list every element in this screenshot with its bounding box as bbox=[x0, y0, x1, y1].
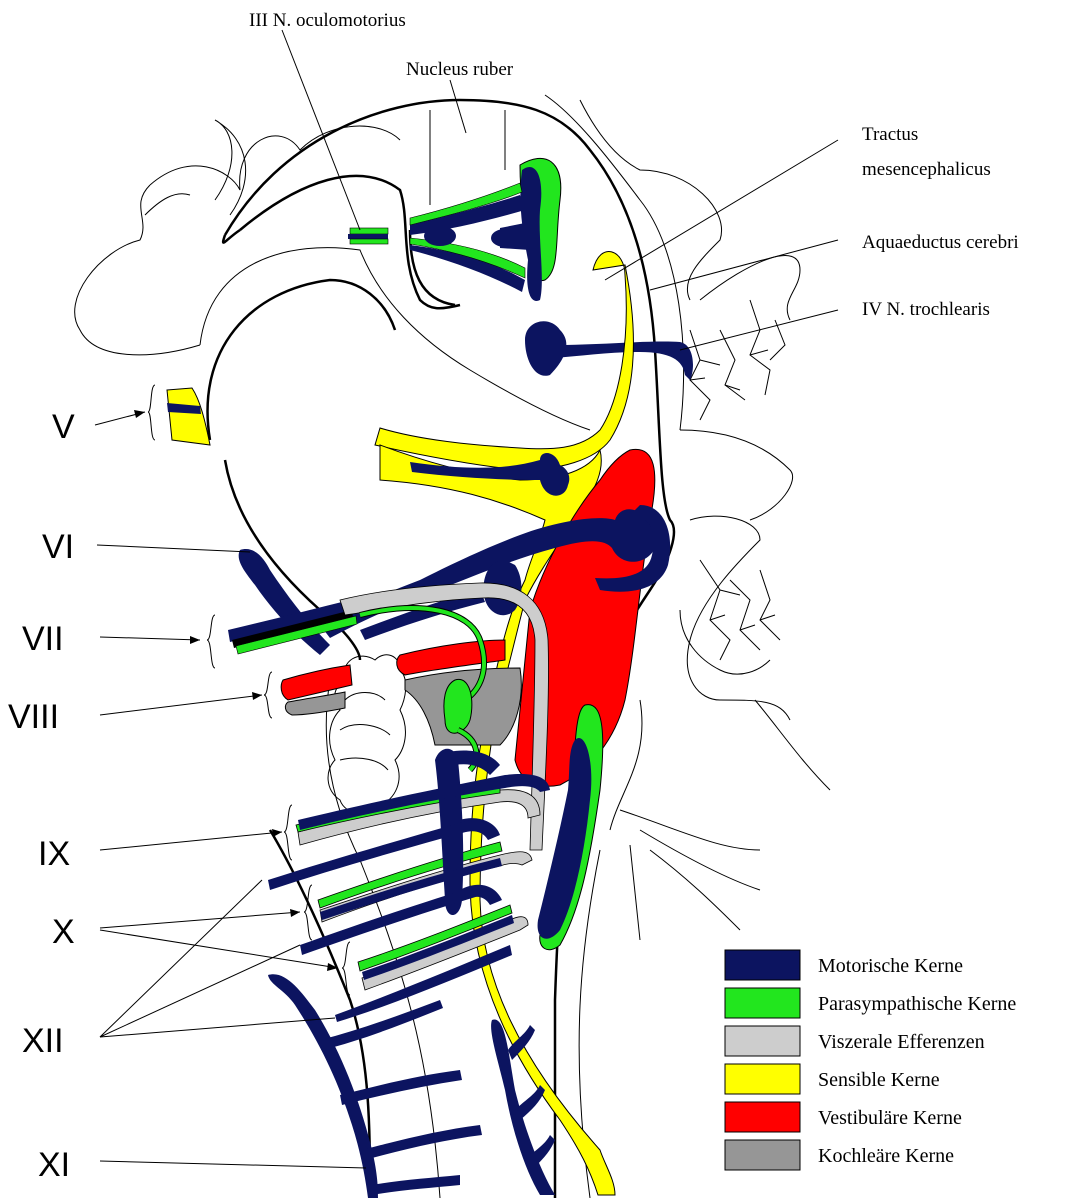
spinal-motor-column bbox=[491, 1020, 555, 1195]
nerve-label-vii: VII bbox=[22, 620, 64, 658]
trochlear-nucleus bbox=[525, 321, 693, 380]
motor-nuclei-lower bbox=[268, 738, 591, 1022]
label-tractus-1: Tractus bbox=[862, 124, 918, 145]
label-trochlearis: IV N. trochlearis bbox=[862, 299, 990, 320]
legend-label: Sensible Kerne bbox=[818, 1069, 940, 1091]
legend-swatch bbox=[725, 1102, 800, 1132]
legend-label: Viszerale Efferenzen bbox=[818, 1031, 985, 1053]
label-oculomotorius: III N. oculomotorius bbox=[249, 10, 406, 31]
legend-label: Kochleäre Kerne bbox=[818, 1145, 954, 1167]
nerve-label-xi: XI bbox=[38, 1146, 70, 1184]
legend-swatch bbox=[725, 1026, 800, 1056]
legend-swatch bbox=[725, 950, 800, 980]
nerve-label-vi: VI bbox=[42, 528, 74, 566]
label-aquaeductus: Aquaeductus cerebri bbox=[862, 232, 1019, 253]
nerve-label-v: V bbox=[52, 408, 75, 446]
legend-label: Vestibuläre Kerne bbox=[818, 1107, 962, 1129]
legend-label: Parasympathische Kerne bbox=[818, 993, 1016, 1015]
legend-swatch bbox=[725, 1140, 800, 1170]
nerve-label-xii: XII bbox=[22, 1022, 64, 1060]
nerve-label-viii: VIII bbox=[8, 698, 59, 736]
label-tractus-2: mesencephalicus bbox=[862, 159, 991, 180]
legend-swatch bbox=[725, 1064, 800, 1094]
cerebellum-folia-right bbox=[680, 300, 785, 674]
label-nucleus-ruber: Nucleus ruber bbox=[406, 59, 514, 80]
legend-swatch bbox=[725, 988, 800, 1018]
olive-inner bbox=[340, 693, 390, 771]
nerve-label-ix: IX bbox=[38, 835, 70, 873]
nerve-label-x: X bbox=[52, 913, 75, 951]
legend-label: Motorische Kerne bbox=[818, 955, 963, 977]
